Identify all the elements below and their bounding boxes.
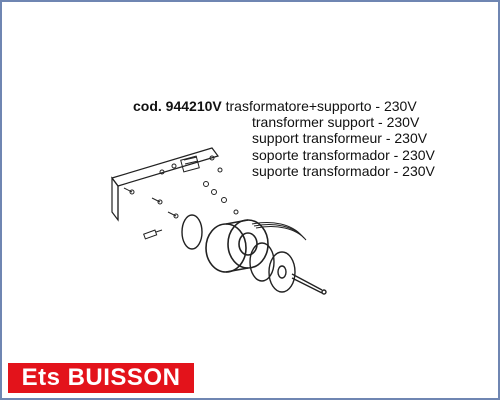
caption-text-it: trasformatore+supporto - 230V: [225, 98, 417, 114]
washer-and-bolt: [268, 251, 327, 295]
part-code: cod. 944210V: [133, 98, 222, 114]
support-plate: [111, 147, 219, 222]
toroidal-transformer: [205, 219, 307, 273]
brand-logo: Ets BUISSON: [8, 363, 194, 393]
front-disc: [181, 214, 203, 250]
exploded-parts-drawing: [111, 147, 327, 295]
rear-disc: [249, 242, 275, 282]
cable-connector: [143, 229, 163, 240]
terminal-block: [180, 155, 200, 173]
caption-text-fr: support transformeur - 230V: [252, 130, 428, 147]
part-caption: cod. 944210V trasformatore+supporto - 23…: [133, 98, 435, 179]
screws: [123, 155, 239, 219]
caption-text-en: transformer support - 230V: [252, 114, 420, 131]
caption-text-es: soporte transformador - 230V: [252, 146, 435, 163]
caption-line-1: cod. 944210V trasformatore+supporto - 23…: [133, 98, 435, 114]
caption-text-pt: suporte transformador - 230V: [252, 162, 435, 179]
